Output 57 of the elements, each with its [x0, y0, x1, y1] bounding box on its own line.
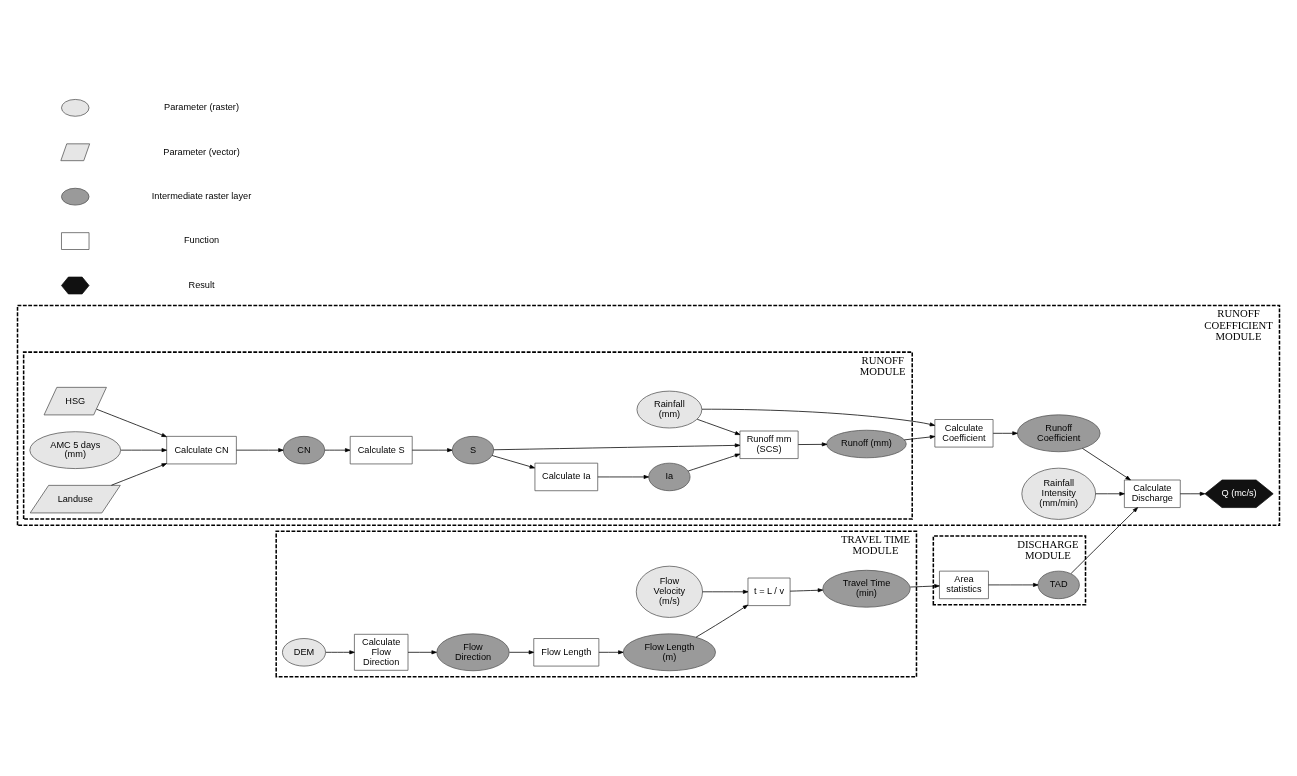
arrow	[598, 649, 624, 654]
legend-label: Parameter (vector)	[163, 146, 240, 157]
node-ellipse: Ia	[648, 462, 691, 491]
arrow	[988, 582, 1039, 587]
arrow	[325, 649, 355, 654]
legend-label: Result	[188, 279, 215, 290]
arrow	[493, 442, 741, 450]
arrow	[992, 430, 1018, 435]
arrow	[1082, 447, 1131, 480]
arrow	[111, 462, 167, 486]
node-ellipse: Flow Velocity (m/s)	[635, 565, 703, 618]
legend-label: Parameter (raster)	[164, 101, 239, 112]
arrow	[909, 583, 940, 588]
node-ellipse: Flow Direction	[436, 633, 510, 671]
arrow	[324, 447, 351, 452]
node-box: Flow Length	[533, 637, 600, 666]
arrow	[509, 649, 535, 654]
arrow	[597, 474, 649, 479]
node-ellipse: Runoff Coefficient	[1017, 413, 1101, 452]
node-box: Calculate Coefficient	[934, 418, 994, 447]
arrow	[1179, 491, 1206, 496]
arrow	[491, 454, 535, 469]
node-ellipse: AMC 5 days (mm)	[29, 430, 122, 469]
node-ellipse: CN	[282, 435, 326, 464]
arrow	[120, 447, 167, 452]
arrow	[702, 589, 749, 594]
node-ellipse: Runoff (mm)	[826, 429, 907, 458]
legend-label: Intermediate raster layer	[151, 190, 252, 201]
node-ellipse: Travel Time (min)	[822, 569, 911, 608]
node-ellipse: Rainfall Intensity (mm/min)	[1021, 467, 1096, 520]
node-ellipse: S	[451, 435, 495, 464]
node-box: Calculate S	[349, 435, 413, 464]
arrow	[701, 408, 936, 426]
node-ellipse: Rainfall (mm)	[636, 390, 703, 428]
arrow	[696, 418, 741, 435]
arrow	[687, 453, 741, 471]
arrow	[236, 447, 284, 452]
node-box: Calculate Ia	[534, 462, 599, 491]
arrow	[695, 604, 749, 638]
node-ellipse: DEM	[282, 637, 326, 666]
node-box: Runoff mm (SCS)	[739, 430, 799, 459]
node-ellipse: Flow Length (m)	[622, 633, 716, 671]
node-box: Calculate Flow Direction	[354, 633, 409, 671]
node-box: Calculate CN	[166, 435, 237, 464]
node-box: t = L / v	[747, 577, 791, 606]
legend-label: Function	[183, 234, 220, 245]
arrow	[96, 408, 167, 437]
arrow	[797, 441, 828, 446]
arrow	[411, 447, 453, 452]
arrow	[407, 649, 437, 654]
node-ellipse: TAD	[1037, 570, 1080, 599]
arrow	[1095, 491, 1125, 496]
arrow	[1070, 506, 1138, 574]
node-box: Area statistics	[939, 570, 989, 599]
node-box: Calculate Discharge	[1124, 479, 1181, 508]
arrow	[789, 587, 824, 592]
arrow	[903, 434, 936, 440]
